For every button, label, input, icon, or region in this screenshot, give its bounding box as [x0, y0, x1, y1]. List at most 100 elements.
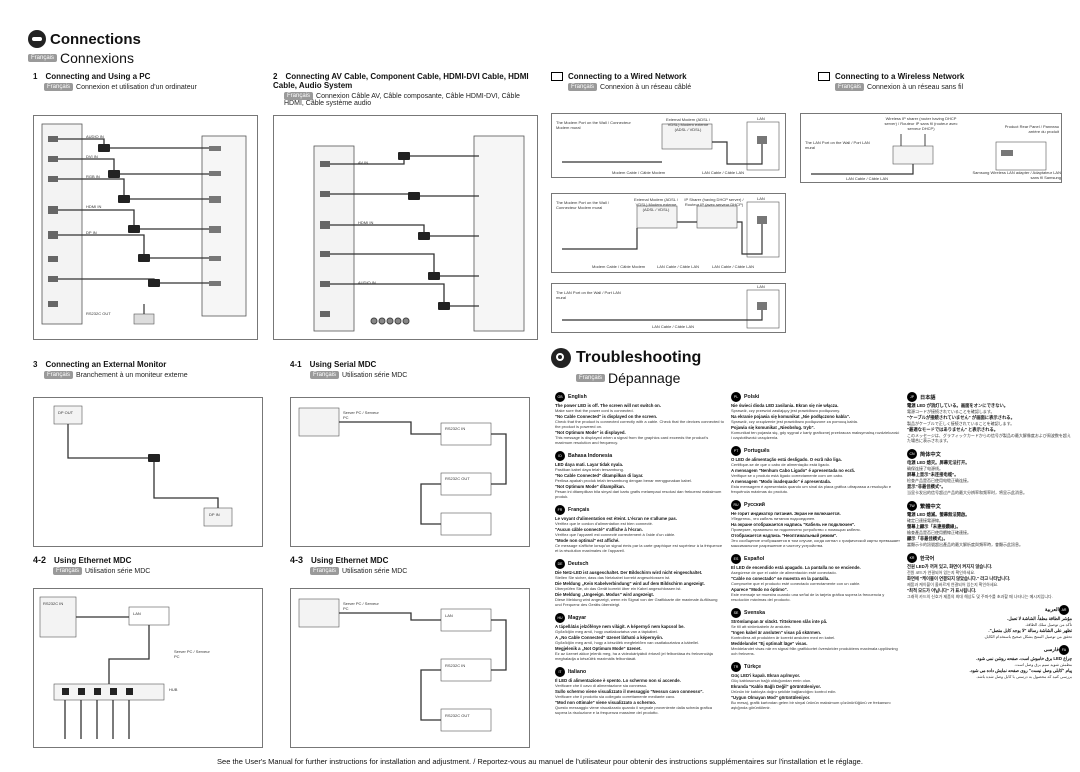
- issue-description: 그래픽 카드의 신호가 제품의 최대 해상도 및 주파수를 초과할 때 나타나는…: [907, 594, 1053, 599]
- issue-description: Kontrollera att produkten är korrekt ans…: [731, 635, 836, 640]
- language-name: Русский: [744, 502, 765, 508]
- section-subtitle: Connexion à un réseau câblé: [600, 83, 692, 91]
- dp-in-label: DP IN: [209, 512, 220, 517]
- issue-heading: Ekranda "Kablo Bağlı Değil" görüntüleniy…: [731, 684, 822, 689]
- rs232c-out-label: RS232C OUT: [445, 476, 470, 481]
- issue-heading: "Not Optimum Mode" is displayed.: [555, 430, 626, 435]
- language-name: 한국어: [920, 555, 935, 562]
- section-1-diagram: AUDIO IN DVI IN RGB IN HDMI IN DP IN RS2…: [33, 115, 258, 340]
- issue-heading: A „No Cable Connected" üzenet látható a …: [555, 635, 664, 640]
- modem-label: External Modem (ADSL / VDSL) Modem exter…: [665, 117, 711, 132]
- issue-description: Certifique-se de que o cabo de alimentaç…: [731, 462, 830, 467]
- language-code-icon: DE: [555, 559, 565, 569]
- language-code-icon: AR: [1059, 605, 1069, 615]
- lan-port-label: LAN: [757, 284, 765, 289]
- fr-badge: Français: [310, 567, 340, 575]
- issue-heading: 顯示「非最佳模式」。: [907, 536, 948, 541]
- language-name: Português: [744, 448, 770, 454]
- issue-description: 製品がケーブルで正しく接続されていることを確認します。: [907, 421, 1015, 426]
- issue-description: Pesan ini ditampilkan bila sinyal dari k…: [555, 489, 722, 499]
- issue-description: Check that the product is connected corr…: [555, 419, 724, 429]
- issue-description: Ce message s'affiche lorsqu'un signal ém…: [555, 543, 723, 553]
- hub-label: HUB: [169, 687, 178, 692]
- issue-heading: "ケーブルが接続されていません" が画面に表示される。: [907, 415, 1015, 420]
- wired-diagram-sharer: The Modem Port on the Wall / Connecteur …: [551, 193, 786, 273]
- modem-cable-label: Modem Cable / Câble Modem: [612, 170, 666, 175]
- language-name: Italiano: [568, 669, 587, 675]
- fr-badge: Français: [284, 92, 314, 100]
- section-title: Using Serial MDC: [309, 360, 377, 369]
- issue-description: Make sure that the power cord is connect…: [555, 408, 634, 413]
- rs232c-in-label: RS232C IN: [43, 601, 64, 606]
- issue-description: Se till att strömkabeln är ansluten.: [731, 624, 792, 629]
- language-badge: Français: [28, 54, 58, 62]
- issue-heading: "No Cable Connected" ditampilkan di laya…: [555, 473, 644, 478]
- issue-description: 제품과 케이블이 올바르게 연결되어 있는지 확인하세요.: [907, 582, 999, 587]
- section-subtitle: Connexion Câble AV, Câble composante, Câ…: [284, 92, 520, 107]
- wall-port-label: The Modem Port on the Wall / Connecteur …: [556, 200, 609, 210]
- issue-description: Diese Meldung wird angezeigt, wenn ein S…: [555, 597, 718, 607]
- section-subtitle: Utilisation série MDC: [342, 371, 408, 379]
- section-number: 3: [33, 360, 38, 369]
- section-3-diagram: DP OUT DP IN: [33, 397, 263, 547]
- issue-description: Проверьте, правильно ли подключено устро…: [731, 527, 861, 532]
- issue-description: Vérifiez que l'appareil est connecté cor…: [555, 532, 676, 537]
- wall-port-label: The LAN Port on the Wall / Port LAN mura…: [556, 290, 621, 300]
- issue-description: Verifique se o produto está ligado corre…: [731, 473, 844, 478]
- issue-description: بررسی کنید که محصول به درستی با کابل وصل…: [976, 674, 1072, 679]
- issue-heading: A mensagem "Nenhum Cabo Ligado" é aprese…: [731, 468, 856, 473]
- language-name: 繁體中文: [920, 503, 941, 510]
- hdmi-in-label-2: HDMI IN: [358, 220, 374, 225]
- language-code-icon: TW: [907, 501, 917, 511]
- server-pc-label: Server PC / Serveur PC: [343, 601, 379, 611]
- connections-title-row: Connections: [28, 30, 141, 48]
- audio-in-label: AUDIO IN: [86, 134, 104, 139]
- issue-description: 检查产品是否已使用电缆正确连接。: [907, 478, 971, 483]
- lan-cable-label: LAN Cable / Câble LAN: [702, 170, 745, 175]
- issue-description: Meddelandet visas när en signal från gra…: [731, 646, 898, 656]
- wireless-diagram: Wireless IP sharer (router having DHCP s…: [800, 113, 1062, 183]
- ip-sharer-label: IP Sharer (having DHCP server) / Routeur…: [684, 197, 744, 207]
- issue-heading: Die Meldung „Ungeeign. Modus" wird angez…: [555, 592, 654, 597]
- fr-badge: Français: [53, 567, 83, 575]
- language-code-icon: IT: [555, 667, 565, 677]
- issue-description: Vérifiez que le cordon d'alimentation es…: [555, 521, 653, 526]
- issue-description: Ürünün bir kabloyla doğru şekilde bağlan…: [731, 689, 837, 694]
- issue-description: 確定已連接電源線。: [907, 518, 943, 523]
- section-4-1-diagram: Server PC / Serveur PC RS232C IN RS232C …: [290, 397, 530, 547]
- fr-badge: Français: [835, 83, 865, 91]
- dvi-in-label: DVI IN: [86, 154, 98, 159]
- section-number: 2: [273, 72, 278, 81]
- issue-heading: 螢幕上顯示「未連接纜線」。: [907, 524, 961, 529]
- language-badge: Français: [576, 374, 606, 382]
- issue-heading: 显示“非最佳模式”。: [907, 484, 946, 489]
- language-name: Français: [568, 507, 590, 513]
- issue-heading: El LED de encendido está apagado. La pan…: [731, 565, 861, 570]
- av-in-label: AV IN: [358, 160, 369, 165]
- issue-heading: Megjelenik a „Not Optimum Mode" üzenet.: [555, 646, 642, 651]
- rs232c-label: RS232C OUT: [86, 311, 111, 316]
- language-name: فارسی: [1043, 647, 1059, 653]
- fr-badge: Français: [44, 371, 74, 379]
- wireless-icon: [818, 72, 830, 81]
- issue-description: Győződjön meg arról, hogy a készülék meg…: [555, 640, 700, 645]
- issue-description: Sprawdź, czy przewód zasilający jest pra…: [731, 408, 841, 413]
- lan-port-label: LAN: [757, 196, 765, 201]
- issue-heading: Die Netz-LED ist ausgeschaltet. Der Bild…: [555, 570, 703, 575]
- troubleshooting-header: Troubleshooting Français Dépannage: [551, 348, 701, 386]
- section-2-diagram: AV IN HDMI IN AUDIO IN: [273, 115, 538, 340]
